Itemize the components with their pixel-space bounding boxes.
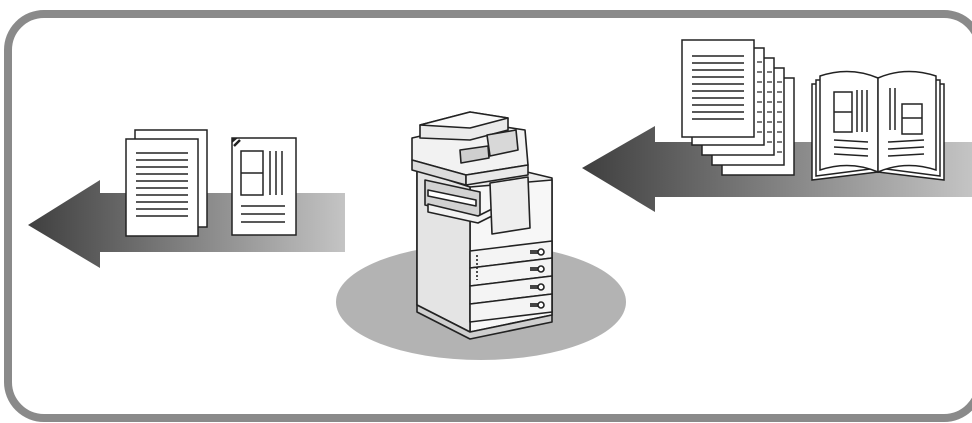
stacked-text-pages-icon	[681, 39, 795, 176]
multifunction-printer-icon	[411, 111, 553, 340]
open-book-icon	[811, 70, 945, 181]
text-page-icon	[125, 129, 208, 237]
layout-page-icon	[231, 137, 297, 236]
